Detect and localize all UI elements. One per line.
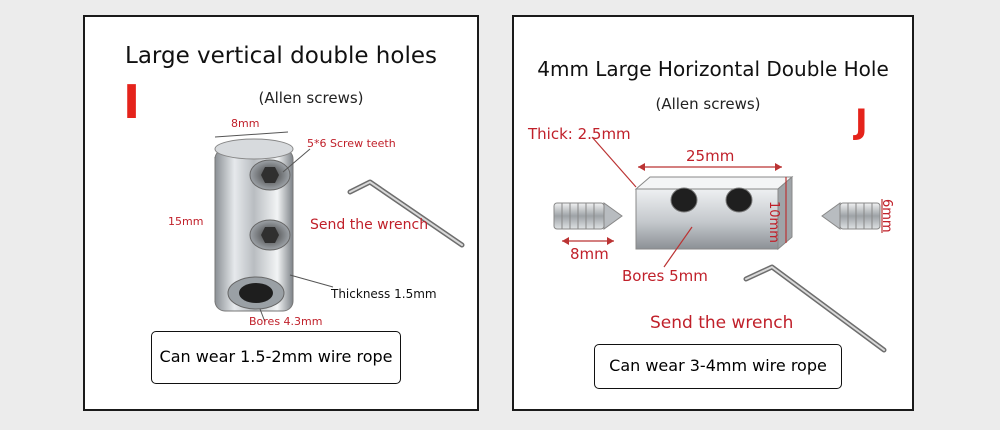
horizontal-connector-illustration (553, 136, 887, 353)
label-width: 8mm (231, 117, 260, 130)
label-screw-right: 6mm (879, 199, 894, 233)
product-panel-horizontal: 4mm Large Horizontal Double Hole J (Alle… (512, 15, 914, 411)
label-wrench: Send the wrench (310, 217, 429, 233)
panel-subtitle: (Allen screws) (655, 95, 761, 113)
wire-rope-caption: Can wear 3-4mm wire rope (594, 344, 842, 389)
product-panel-vertical: Large vertical double holes I (Allen scr… (83, 15, 479, 411)
label-length: 25mm (686, 147, 735, 165)
label-screw-teeth: 5*6 Screw teeth (307, 137, 396, 150)
allen-wrench-icon (347, 179, 465, 248)
label-bores: Bores 4.3mm (249, 315, 323, 328)
label-thick: Thick: 2.5mm (528, 125, 631, 143)
label-height: 15mm (168, 215, 204, 228)
set-screw-left (553, 202, 623, 230)
variant-letter: I (123, 75, 141, 129)
panel-title: Large vertical double holes (125, 43, 437, 69)
allen-wrench-icon (743, 264, 887, 353)
set-screw-right (821, 202, 881, 230)
screw-bottom (249, 219, 291, 251)
screw-top (249, 159, 291, 191)
label-bores: Bores 5mm (622, 267, 708, 285)
wire-rope-caption: Can wear 1.5-2mm wire rope (151, 331, 401, 384)
panel-subtitle: (Allen screws) (258, 89, 364, 107)
label-height: 10mm (766, 201, 781, 243)
variant-letter: J (855, 102, 868, 142)
label-thickness: Thickness 1.5mm (331, 287, 437, 301)
label-wrench: Send the wrench (650, 313, 794, 333)
panel-title: 4mm Large Horizontal Double Hole (537, 57, 889, 81)
vertical-connector-illustration (214, 131, 465, 323)
label-screw-left: 8mm (570, 245, 609, 263)
